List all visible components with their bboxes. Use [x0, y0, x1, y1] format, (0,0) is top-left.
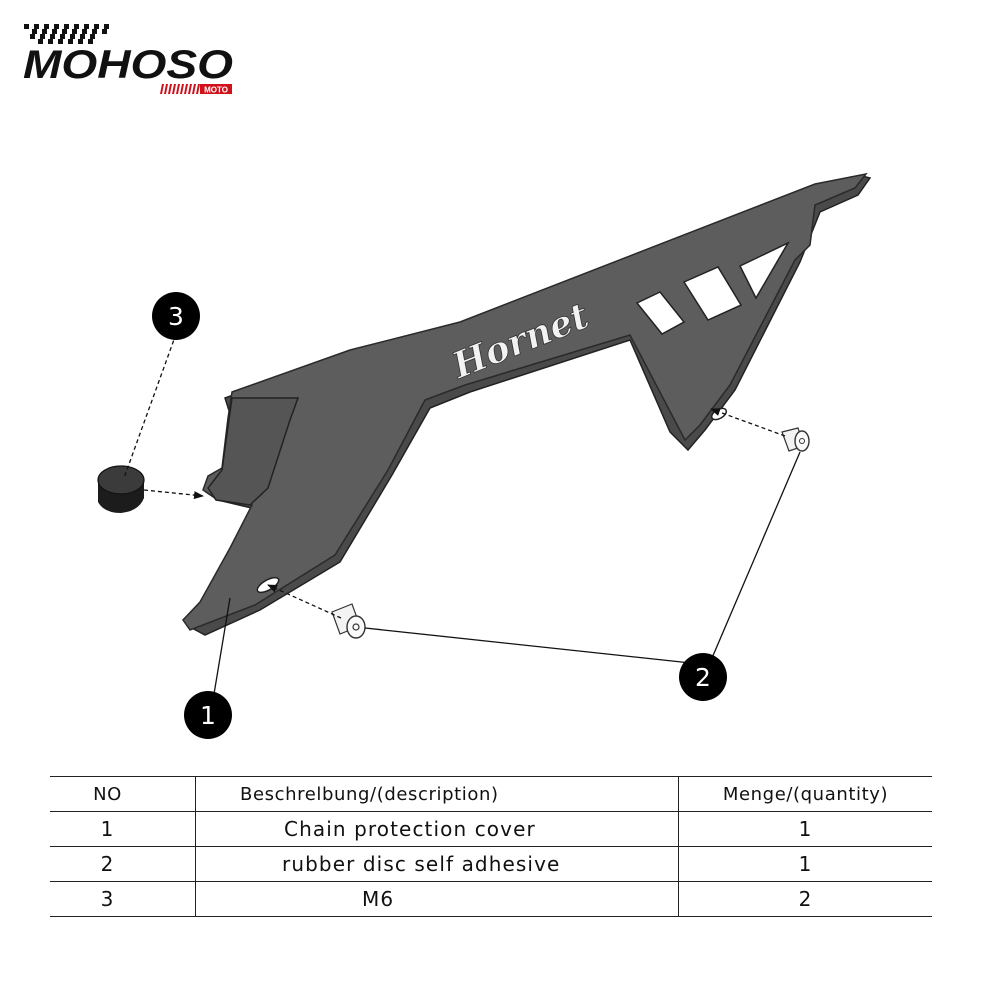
- brand-speed-stripes: [160, 84, 200, 94]
- cell-quantity: 1: [678, 846, 932, 882]
- brand-sub: MOTO: [204, 86, 228, 95]
- table-row: 1 Chain protection cover 1: [50, 811, 932, 847]
- vent-slot-1: [635, 291, 686, 335]
- leader-lines: [212, 451, 801, 701]
- column-header-description: Beschrelbung/(description): [195, 776, 679, 812]
- cell-description: Chain protection cover: [195, 811, 679, 847]
- parts-diagram: Hornet 1 2 3: [97, 172, 872, 739]
- svg-text:1: 1: [200, 701, 216, 730]
- cell-description: M6: [195, 881, 679, 917]
- cell-no: 1: [50, 811, 196, 847]
- assembly-lines: [123, 333, 786, 619]
- cell-quantity: 1: [678, 811, 932, 847]
- column-header-quantity: Menge/(quantity): [678, 776, 932, 812]
- cover-recess: [207, 397, 300, 506]
- vent-slot-3: [738, 241, 790, 300]
- checkered-flag-pattern: [24, 24, 109, 44]
- cell-description: rubber disc self adhesive: [195, 846, 679, 882]
- svg-text:3: 3: [168, 302, 184, 331]
- callout-2: 2: [679, 653, 727, 701]
- brand-logo: MOHOSO MOTO: [23, 24, 233, 95]
- screw-front: [331, 603, 366, 639]
- cell-no: 2: [50, 846, 196, 882]
- table-row: 2 rubber disc self adhesive 1: [50, 846, 932, 882]
- vent-slot-2: [682, 266, 743, 321]
- brand-name: MOHOSO: [23, 43, 233, 87]
- rubber-disc: [97, 465, 145, 513]
- callout-1: 1: [184, 691, 232, 739]
- screw-rear: [781, 427, 810, 452]
- table-row: 3 M6 2: [50, 881, 932, 917]
- table-header-row: NO Beschrelbung/(description) Menge/(qua…: [50, 776, 932, 812]
- column-header-no: NO: [50, 776, 196, 812]
- callout-3: 3: [152, 292, 200, 340]
- svg-text:2: 2: [695, 663, 711, 692]
- brand-sub-badge: [200, 84, 232, 94]
- cell-no: 3: [50, 881, 196, 917]
- cell-quantity: 2: [678, 881, 932, 917]
- chain-protection-cover: Hornet: [182, 172, 872, 636]
- parts-table: NO Beschrelbung/(description) Menge/(qua…: [50, 776, 932, 917]
